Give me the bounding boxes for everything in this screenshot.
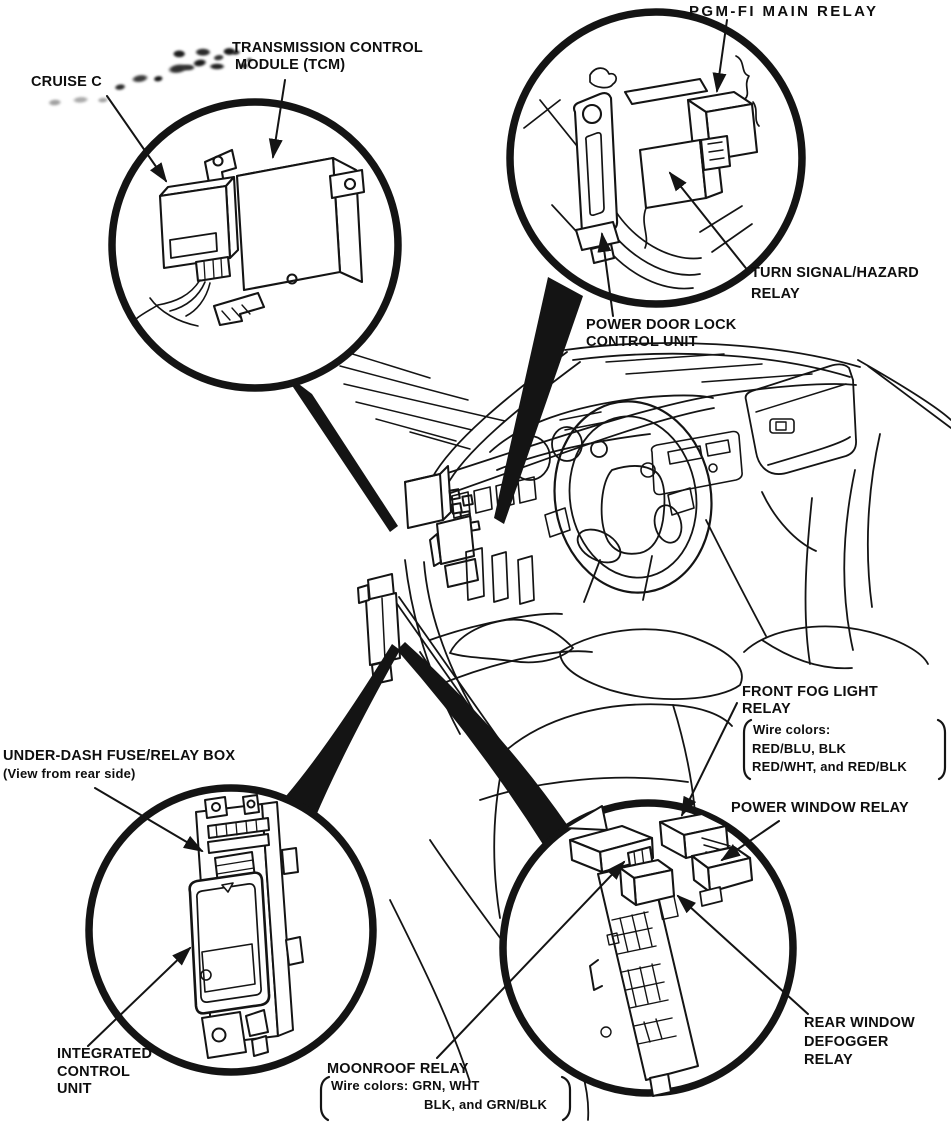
front-fog-note-left-bracket bbox=[742, 718, 753, 781]
label-text: MOONROOF RELAY bbox=[327, 1061, 469, 1077]
label-pgm-fi-main-relay: PGM-FI MAIN RELAY bbox=[689, 3, 878, 20]
label-text: POWER DOOR LOCK bbox=[586, 317, 737, 333]
label-under-dash-fuse-relay-box: UNDER-DASH FUSE/RELAY BOX (View from rea… bbox=[3, 748, 235, 782]
label-front-fog-wire-colors: Wire colors: RED/BLU, BLK RED/WHT, and R… bbox=[752, 721, 907, 777]
label-text: UNIT bbox=[57, 1081, 92, 1097]
leader-power-window bbox=[720, 820, 780, 862]
label-front-fog-light-relay: FRONT FOG LIGHT RELAY bbox=[742, 684, 878, 718]
wedge-column bbox=[494, 277, 583, 524]
label-power-window-relay: POWER WINDOW RELAY bbox=[731, 800, 909, 817]
wedge-fuse-box bbox=[397, 642, 568, 846]
leader-rear-defogger bbox=[676, 894, 809, 1015]
label-text: Wire colors: bbox=[753, 722, 831, 737]
print-smudge bbox=[166, 42, 254, 76]
label-text: MODULE (TCM) bbox=[235, 57, 346, 73]
leader-under-dash-box bbox=[94, 787, 204, 853]
label-text: (View from rear side) bbox=[3, 766, 136, 781]
leader-front-fog bbox=[681, 702, 738, 817]
leader-tcm bbox=[268, 79, 286, 159]
label-moonroof-wire-colors-2: BLK, and GRN/BLK bbox=[424, 1096, 547, 1115]
fuse-box-front-drawing bbox=[564, 805, 699, 1097]
dash-right-end bbox=[744, 363, 857, 475]
moonroof-note-right-bracket bbox=[560, 1075, 572, 1122]
label-text: RELAY bbox=[742, 701, 791, 717]
integrated-control-unit-drawing bbox=[188, 871, 271, 1015]
label-tcm: TRANSMISSION CONTROL MODULE (TCM) bbox=[232, 40, 423, 74]
label-text: REAR WINDOW bbox=[804, 1015, 915, 1031]
label-moonroof-wire-colors: Wire colors: GRN, WHT bbox=[331, 1077, 480, 1096]
label-leader-arrows bbox=[87, 19, 809, 1059]
leader-turn-signal bbox=[668, 171, 750, 273]
window-hatching bbox=[339, 351, 813, 450]
leader-moonroof bbox=[436, 860, 626, 1059]
front-fog-relay-drawing bbox=[658, 812, 735, 861]
label-text: RED/WHT, and RED/BLK bbox=[752, 759, 907, 774]
label-text: CRUISE C bbox=[31, 74, 102, 90]
label-text: CONTROL bbox=[57, 1063, 131, 1080]
label-text: FRONT FOG LIGHT bbox=[742, 684, 878, 700]
label-rear-window-defogger-relay: REAR WINDOW DEFOGGER RELAY bbox=[804, 1014, 915, 1070]
label-text: RELAY bbox=[804, 1052, 853, 1068]
leader-cruise-control bbox=[106, 95, 168, 183]
leader-power-door-lock bbox=[597, 232, 614, 317]
label-power-door-lock-control-unit: POWER DOOR LOCK CONTROL UNIT bbox=[586, 317, 736, 351]
label-text: TRANSMISSION CONTROL bbox=[232, 40, 423, 56]
label-text: PGM-FI MAIN RELAY bbox=[689, 3, 879, 20]
label-cruise-control-unit: CRUISE C bbox=[31, 74, 102, 91]
rear-defogger-relay-drawing bbox=[618, 858, 676, 907]
kick-panel-relays bbox=[404, 465, 481, 588]
radio-panel bbox=[640, 430, 743, 496]
cruise-control-unit-drawing bbox=[135, 175, 266, 327]
power-door-lock-unit-drawing bbox=[572, 92, 621, 265]
callout-connectors bbox=[283, 277, 583, 846]
note-brackets bbox=[319, 718, 947, 1122]
front-fog-note-right-bracket bbox=[936, 718, 947, 781]
leader-pgm-fi bbox=[712, 19, 728, 93]
steering-wheel bbox=[553, 400, 713, 603]
tcm-module-drawing bbox=[203, 148, 366, 292]
leader-integrated-unit bbox=[87, 946, 192, 1047]
label-text: Wire colors: GRN, WHT bbox=[331, 1078, 480, 1093]
label-integrated-control-unit: INTEGRATED CONTROL UNIT bbox=[57, 1046, 152, 1099]
label-text: CONTROL UNIT bbox=[586, 334, 698, 350]
wedge-tcm bbox=[283, 372, 398, 532]
label-text: INTEGRATED bbox=[57, 1046, 153, 1062]
label-text: RED/BLU, BLK bbox=[752, 740, 847, 756]
label-text: TURN SIGNAL/HAZARD bbox=[751, 265, 919, 281]
label-text: POWER WINDOW RELAY bbox=[731, 800, 909, 816]
label-text: BLK, and GRN/BLK bbox=[424, 1097, 548, 1112]
pedals bbox=[465, 547, 535, 605]
wedge-under-dash bbox=[286, 644, 400, 818]
moonroof-note-left-bracket bbox=[319, 1075, 331, 1122]
label-text: RELAY bbox=[751, 286, 800, 302]
label-text: UNDER-DASH FUSE/RELAY BOX bbox=[3, 748, 236, 764]
label-text: DEFOGGER bbox=[804, 1033, 889, 1050]
label-turn-signal-hazard-relay: TURN SIGNAL/HAZARD RELAY bbox=[751, 263, 919, 305]
icu-bottom-bracket-drawing bbox=[201, 1009, 269, 1059]
label-moonroof-relay: MOONROOF RELAY bbox=[327, 1061, 469, 1078]
